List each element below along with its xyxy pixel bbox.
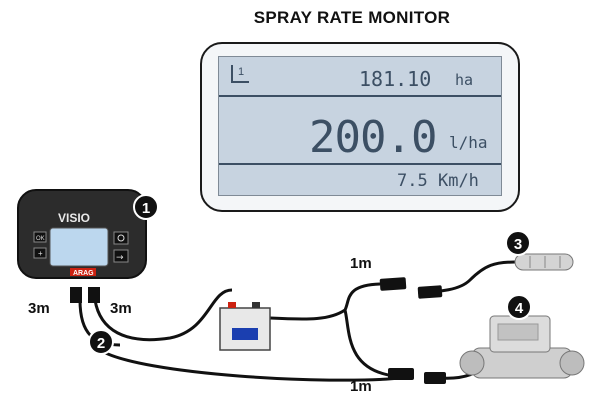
callout-3: 3	[505, 230, 531, 256]
battery-label	[232, 328, 258, 340]
brand-text: VISIO	[58, 211, 90, 225]
cable-length-left-b: 3m	[110, 300, 132, 317]
speed-value: 7.5	[397, 171, 428, 191]
flow-meter-cap	[497, 323, 539, 341]
cable-splitter-top	[269, 282, 381, 321]
lcd-screen: 1 181.10 ha 200.0 l/ha 7.5 Km/h	[218, 56, 502, 196]
callout-2: 2	[88, 329, 114, 355]
speed-sensor	[514, 253, 574, 271]
plus-key	[33, 247, 47, 259]
arrow-key	[113, 249, 129, 263]
ok-key	[33, 231, 47, 243]
cable-battery	[93, 288, 233, 342]
maker-text: ARAG	[73, 270, 94, 277]
connector-top-left	[379, 277, 407, 291]
callout-1-label: 1	[142, 200, 150, 217]
monitor-device: VISIO OK + → ARAG	[17, 189, 147, 303]
area-value: 181.10	[359, 67, 432, 91]
callout-2-label: 2	[97, 335, 105, 352]
lcd-divider-bottom	[219, 163, 501, 165]
arrow-key-label: →	[116, 253, 124, 263]
speed-readout: 7.5 Km/h	[397, 171, 479, 191]
connector-b	[88, 287, 100, 303]
callout-4-label: 4	[515, 300, 524, 317]
memory-icon: 1	[231, 65, 249, 83]
cable-bottom	[99, 348, 401, 382]
battery	[219, 302, 271, 351]
maker-badge	[70, 268, 96, 276]
cables	[78, 260, 516, 382]
connector-a	[70, 287, 82, 303]
flow-meter-outlet	[559, 350, 585, 376]
flow-meter	[459, 315, 585, 379]
speed-unit: Km/h	[437, 171, 479, 191]
power-key	[113, 231, 129, 245]
area-unit: ha	[455, 71, 474, 89]
battery-terminal-positive	[228, 302, 236, 308]
ok-key-label: OK	[36, 236, 45, 242]
battery-terminal-negative	[252, 302, 260, 308]
cable-length-left-a: 3m	[28, 300, 50, 317]
cable-splitter-bottom	[343, 309, 396, 378]
monitor-screen	[49, 227, 109, 267]
connector-bottom-left	[388, 368, 414, 380]
rate-value: 200.0	[309, 112, 437, 163]
rate-unit: l/ha	[449, 133, 488, 152]
callout-4: 4	[506, 294, 532, 320]
cable-length-sensor-bottom: 1m	[350, 378, 372, 395]
callout-3-label: 3	[514, 236, 522, 253]
connector-top-right	[417, 285, 443, 299]
connector-bottom-right	[424, 372, 446, 384]
lcd-divider-top	[219, 95, 501, 97]
plus-key-label: +	[38, 249, 43, 258]
callout-1: 1	[133, 194, 159, 220]
inline-connectors	[379, 277, 446, 384]
monitor-display-frame: 1 181.10 ha 200.0 l/ha 7.5 Km/h	[200, 42, 520, 212]
speed-sensor-body	[514, 253, 574, 271]
cable-length-sensor-top: 1m	[350, 255, 372, 272]
flow-meter-inlet	[459, 350, 485, 376]
power-icon	[117, 234, 125, 242]
diagram-title: SPRAY RATE MONITOR	[253, 8, 451, 27]
